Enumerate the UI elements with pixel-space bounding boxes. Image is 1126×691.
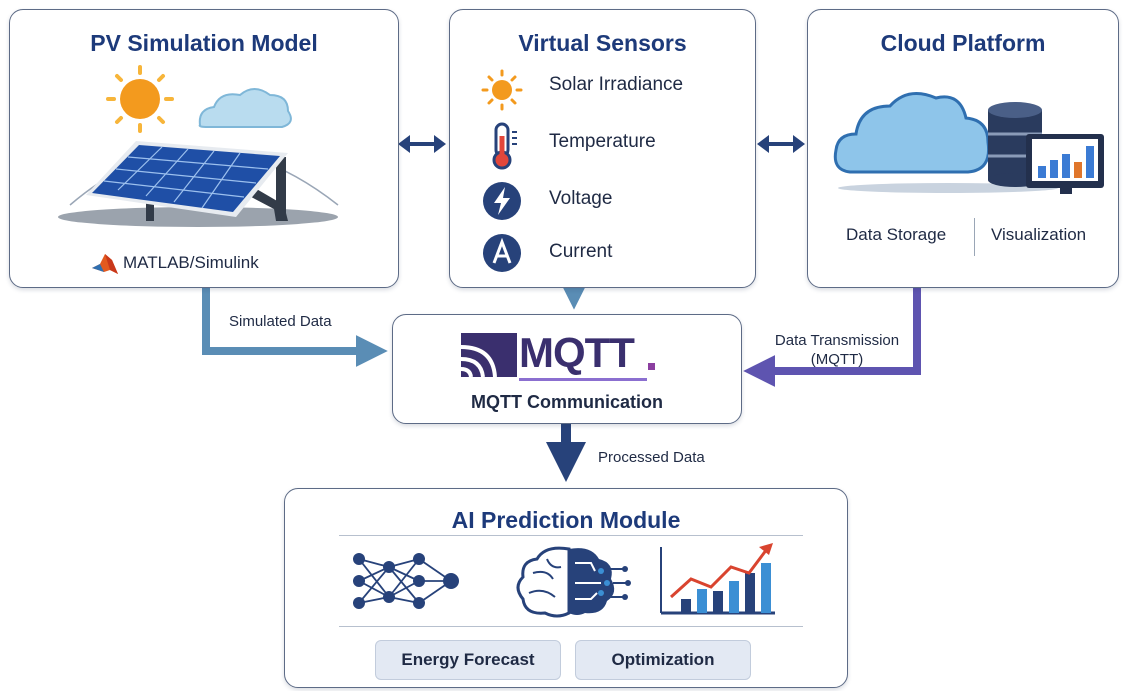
cloud-icon xyxy=(198,88,292,128)
matlab-logo-icon xyxy=(92,254,118,274)
simulated-data-arrow xyxy=(202,288,388,367)
data-transmission-arrow xyxy=(743,288,921,387)
mqtt-logo-dot xyxy=(648,363,655,370)
ampere-icon xyxy=(483,234,521,272)
cloud-platform-panel: Cloud Platform Data Storage Visualizatio… xyxy=(807,9,1119,288)
pv-model-title: PV Simulation Model xyxy=(90,30,318,56)
cloud-icon xyxy=(833,92,991,174)
data-transmission-label: Data Transmission (MQTT) xyxy=(762,331,912,369)
data-transmission-line2: (MQTT) xyxy=(810,351,864,368)
lightning-icon xyxy=(483,182,521,220)
thermometer-icon xyxy=(492,122,517,170)
sensor-label-voltage: Voltage xyxy=(549,188,613,209)
data-storage-label: Data Storage xyxy=(846,225,947,244)
data-transmission-line1: Data Transmission xyxy=(774,332,900,349)
ai-options-divider xyxy=(339,626,803,627)
sensor-label-current: Current xyxy=(549,241,613,262)
sun-icon xyxy=(106,65,174,133)
mqtt-logo-underline xyxy=(519,378,647,381)
mqtt-communication-title: MQTT Communication xyxy=(471,392,663,412)
virtual-sensors-title: Virtual Sensors xyxy=(518,30,687,56)
virtual-sensors-panel: Virtual Sensors Solar Irradiance Tempera… xyxy=(449,9,756,288)
matlab-simulink-label: MATLAB/Simulink xyxy=(123,253,259,272)
growth-chart-icon xyxy=(660,543,775,615)
cloud-platform-title: Cloud Platform xyxy=(880,30,1046,56)
sun-icon xyxy=(481,69,523,111)
ai-prediction-panel: AI Prediction Module xyxy=(284,488,848,688)
cloud-storage-illustration xyxy=(833,92,1104,194)
mqtt-communication-panel: MQTT MQTT Communication xyxy=(392,314,742,424)
mqtt-logo-text: MQTT xyxy=(519,329,635,376)
sensor-label-temperature: Temperature xyxy=(549,131,656,152)
mqtt-logo-icon xyxy=(461,333,517,377)
ai-brain-icon xyxy=(516,546,631,618)
monitor-chart-icon xyxy=(1026,134,1104,194)
ai-module-title: AI Prediction Module xyxy=(451,507,681,533)
ai-title-divider xyxy=(339,535,803,536)
solar-panel-icon xyxy=(86,141,288,217)
processed-data-label: Processed Data xyxy=(598,449,705,466)
visualization-label: Visualization xyxy=(991,225,1087,244)
energy-forecast-pill: Energy Forecast xyxy=(375,640,561,680)
pv-simulation-panel: PV Simulation Model xyxy=(9,9,399,288)
solar-panel-illustration xyxy=(58,65,339,227)
bidirectional-arrow-left xyxy=(398,135,446,153)
cloud-label-divider xyxy=(974,218,975,256)
bidirectional-arrow-right xyxy=(757,135,805,153)
sensor-label-irradiance: Solar Irradiance xyxy=(549,74,684,95)
simulated-data-label: Simulated Data xyxy=(229,313,332,330)
neural-network-icon xyxy=(353,553,459,609)
optimization-pill: Optimization xyxy=(575,640,751,680)
